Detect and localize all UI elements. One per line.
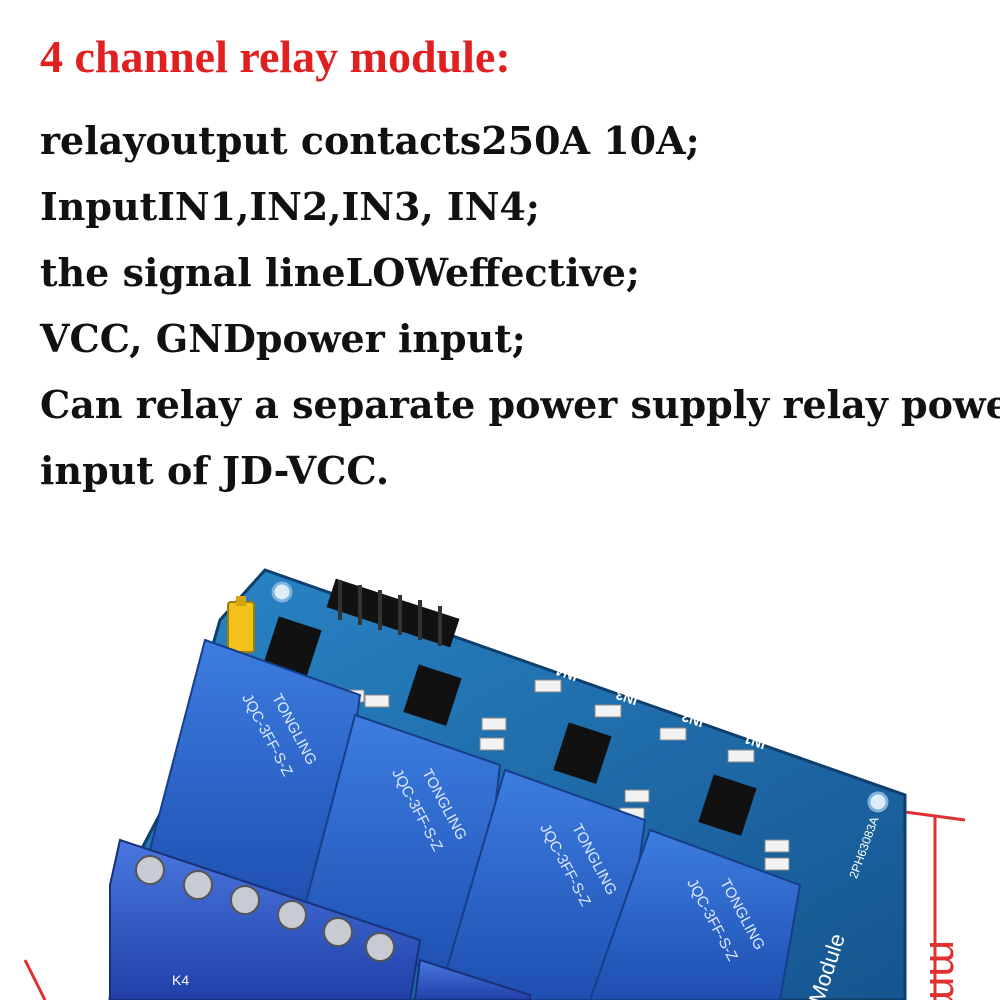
mount-hole [271, 581, 293, 603]
relay-1: TONGLING JQC-3FF-S-Z [148, 638, 362, 912]
spec-line-jdvcc-2: input of JD-VCC. [40, 448, 390, 493]
optocoupler [263, 616, 757, 836]
input-label-in4: IN4 [554, 663, 580, 685]
relay-3: TONGLING JQC-3FF-S-Z [444, 768, 647, 1000]
terminal-label: K4 [172, 972, 189, 988]
dimension-label: mm [920, 940, 969, 1000]
spec-list: relayoutput contacts250A 10A; InputIN1,I… [40, 108, 1000, 504]
spec-line-power: VCC, GNDpower input; [40, 316, 526, 361]
relay-4: TONGLING JQC-3FF-S-Z [588, 828, 802, 1000]
terminal-block: K4 [109, 838, 531, 1000]
page-title: 4 channel relay module: [40, 31, 511, 82]
spec-line-jdvcc-1: Can relay a separate power supply relay … [40, 382, 1000, 427]
spec-line-inputs: InputIN1,IN2,IN3, IN4; [40, 184, 540, 229]
spec-line-contacts: relayoutput contacts250A 10A; [40, 118, 700, 163]
mount-hole [867, 791, 889, 813]
input-label-in3: IN3 [614, 687, 640, 709]
relay-module-photo: mm IN4 IN3 IN2 IN1 [23, 568, 969, 1000]
spec-line-signal: the signal lineLOWeffective; [40, 250, 640, 295]
input-label-in1: IN1 [742, 731, 768, 753]
jumper-cap [227, 596, 255, 653]
input-label-in2: IN2 [680, 709, 706, 731]
header-pins [326, 578, 460, 648]
dimension-marker: mm [23, 810, 969, 1000]
